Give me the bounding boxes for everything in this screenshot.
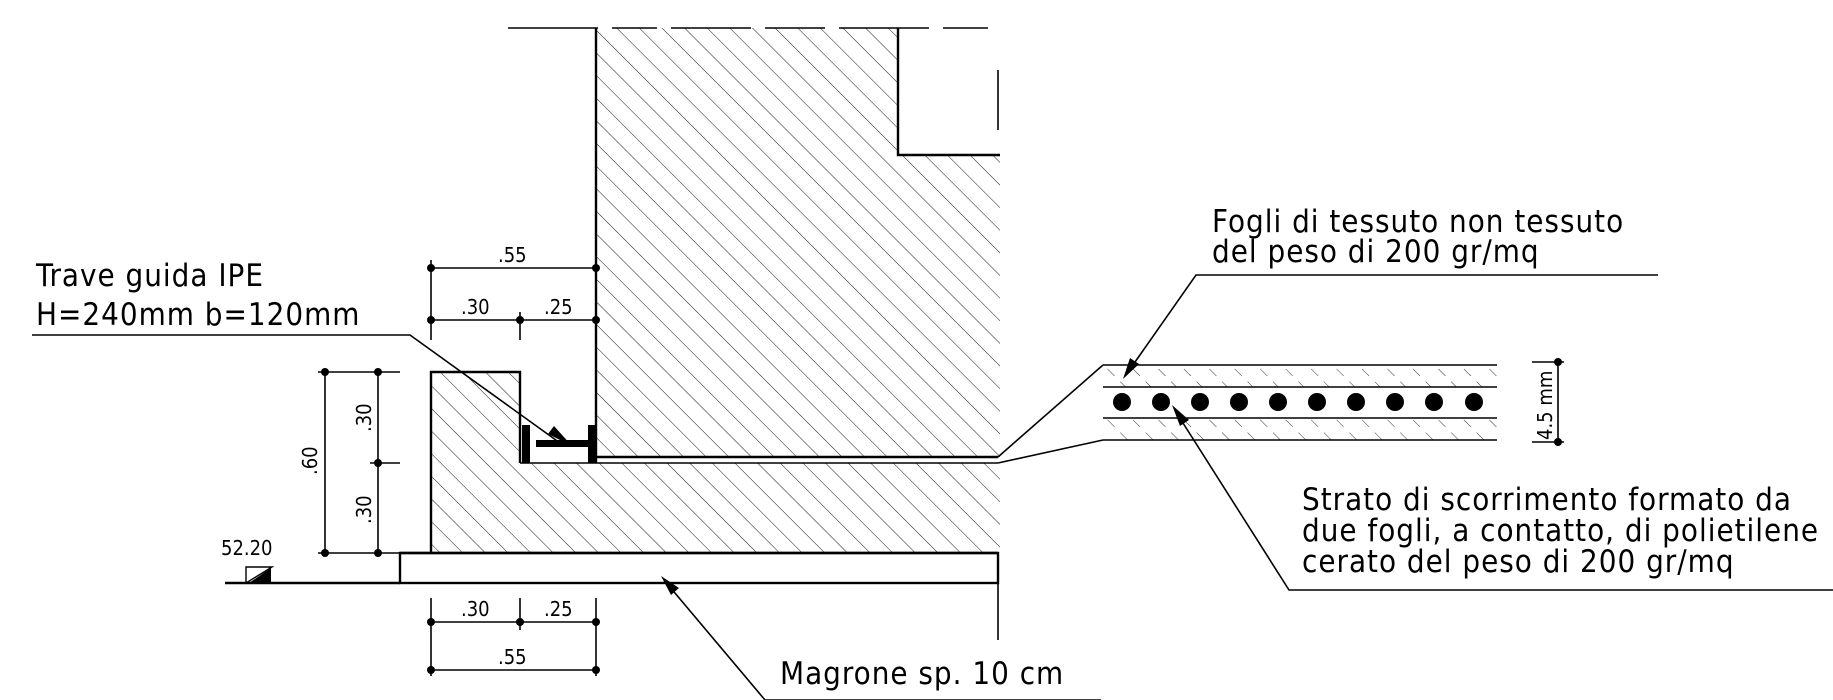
dim-layer-thickness: 4.5 mm <box>1533 371 1557 440</box>
dim-vertical-total: .60 <box>298 446 322 475</box>
leaders <box>32 274 1833 700</box>
label-trave-line1: Trave guida IPE <box>35 258 264 294</box>
top-dimensions: .55 .30 .25 <box>427 243 600 340</box>
dim-bottom-left: .30 <box>461 597 490 621</box>
dim-vertical-upper: .30 <box>352 403 376 432</box>
dim-top-right: .25 <box>544 295 573 319</box>
dim-top-left: .30 <box>461 295 490 319</box>
label-strato-line1: Strato di scorrimento formato da <box>1302 482 1792 518</box>
label-fogli-line1: Fogli di tessuto non tessuto <box>1212 204 1624 240</box>
sliding-layer-detail: 4.5 mm <box>997 358 1564 464</box>
ipe-beam <box>522 425 596 463</box>
label-magrone: Magrone sp. 10 cm <box>780 656 1064 692</box>
base-slab-hatch <box>431 372 1000 553</box>
label-strato-line2: due fogli, a contatto, di polietilene <box>1302 513 1819 549</box>
dim-bottom-total: .55 <box>498 645 527 669</box>
label-strato-line3: cerato del peso di 200 gr/mq <box>1302 544 1735 580</box>
bottom-dimensions: .30 .25 .55 <box>427 597 600 676</box>
label-trave-line2: H=240mm b=120mm <box>36 297 360 333</box>
elevation-label: 52.20 <box>221 536 273 560</box>
dim-vertical-lower: .30 <box>352 495 376 524</box>
annotation-labels: Trave guida IPE H=240mm b=120mm Fogli di… <box>35 204 1819 692</box>
elevation-marker: 52.20 <box>221 536 275 585</box>
foundation-section <box>225 27 1000 640</box>
dim-bottom-right: .25 <box>544 597 573 621</box>
vertical-dimensions: .60 .30 .30 <box>298 368 400 557</box>
dim-top-total: .55 <box>498 243 527 267</box>
wall-hatch <box>596 28 1000 457</box>
label-fogli-line2: del peso di 200 gr/mq <box>1212 234 1540 270</box>
